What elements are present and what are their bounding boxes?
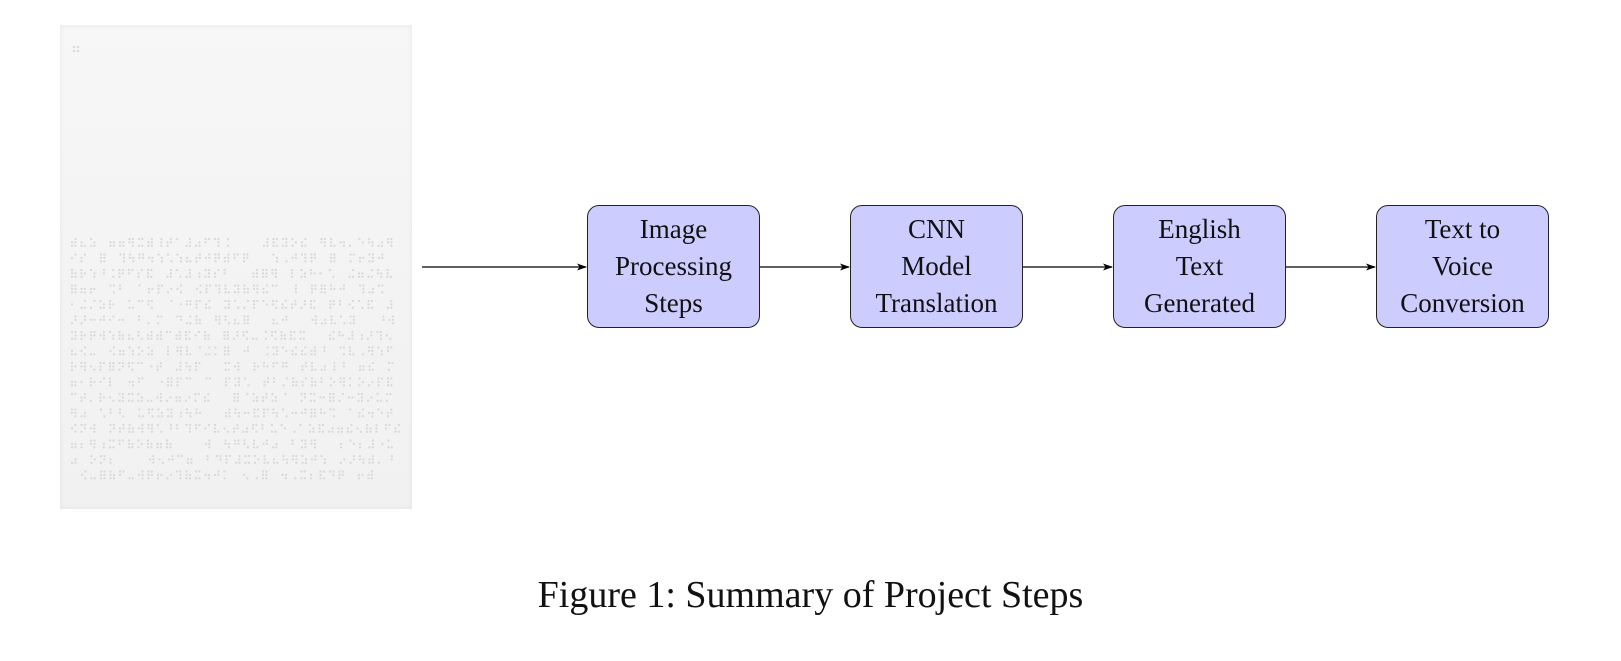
node-label: CNN Model Translation [875, 211, 997, 322]
node-label-line: Image [639, 214, 708, 244]
node-label: Image Processing Steps [615, 211, 732, 322]
node-label-line: CNN [907, 214, 965, 244]
node-label-line: Text [1175, 251, 1224, 281]
braille-page-image [60, 25, 412, 509]
node-label-line: Generated [1144, 288, 1255, 318]
node-label: English Text Generated [1144, 211, 1255, 322]
node-label: Text to Voice Conversion [1400, 211, 1525, 322]
node-english-text: English Text Generated [1113, 205, 1286, 328]
node-label-line: Model [901, 251, 972, 281]
node-label-line: Translation [875, 288, 998, 318]
node-label-line: Conversion [1400, 288, 1525, 318]
node-label-line: Text to [1424, 214, 1501, 244]
node-image-processing: Image Processing Steps [587, 205, 760, 328]
node-cnn-translation: CNN Model Translation [850, 205, 1023, 328]
node-label-line: Processing [615, 251, 732, 281]
node-label-line: Steps [644, 288, 703, 318]
figure-caption: Figure 1: Summary of Project Steps [537, 574, 1084, 616]
node-text-to-voice: Text to Voice Conversion [1376, 205, 1549, 328]
node-label-line: English [1158, 214, 1241, 244]
braille-dots-pattern [70, 45, 401, 480]
node-label-line: Voice [1432, 251, 1493, 281]
